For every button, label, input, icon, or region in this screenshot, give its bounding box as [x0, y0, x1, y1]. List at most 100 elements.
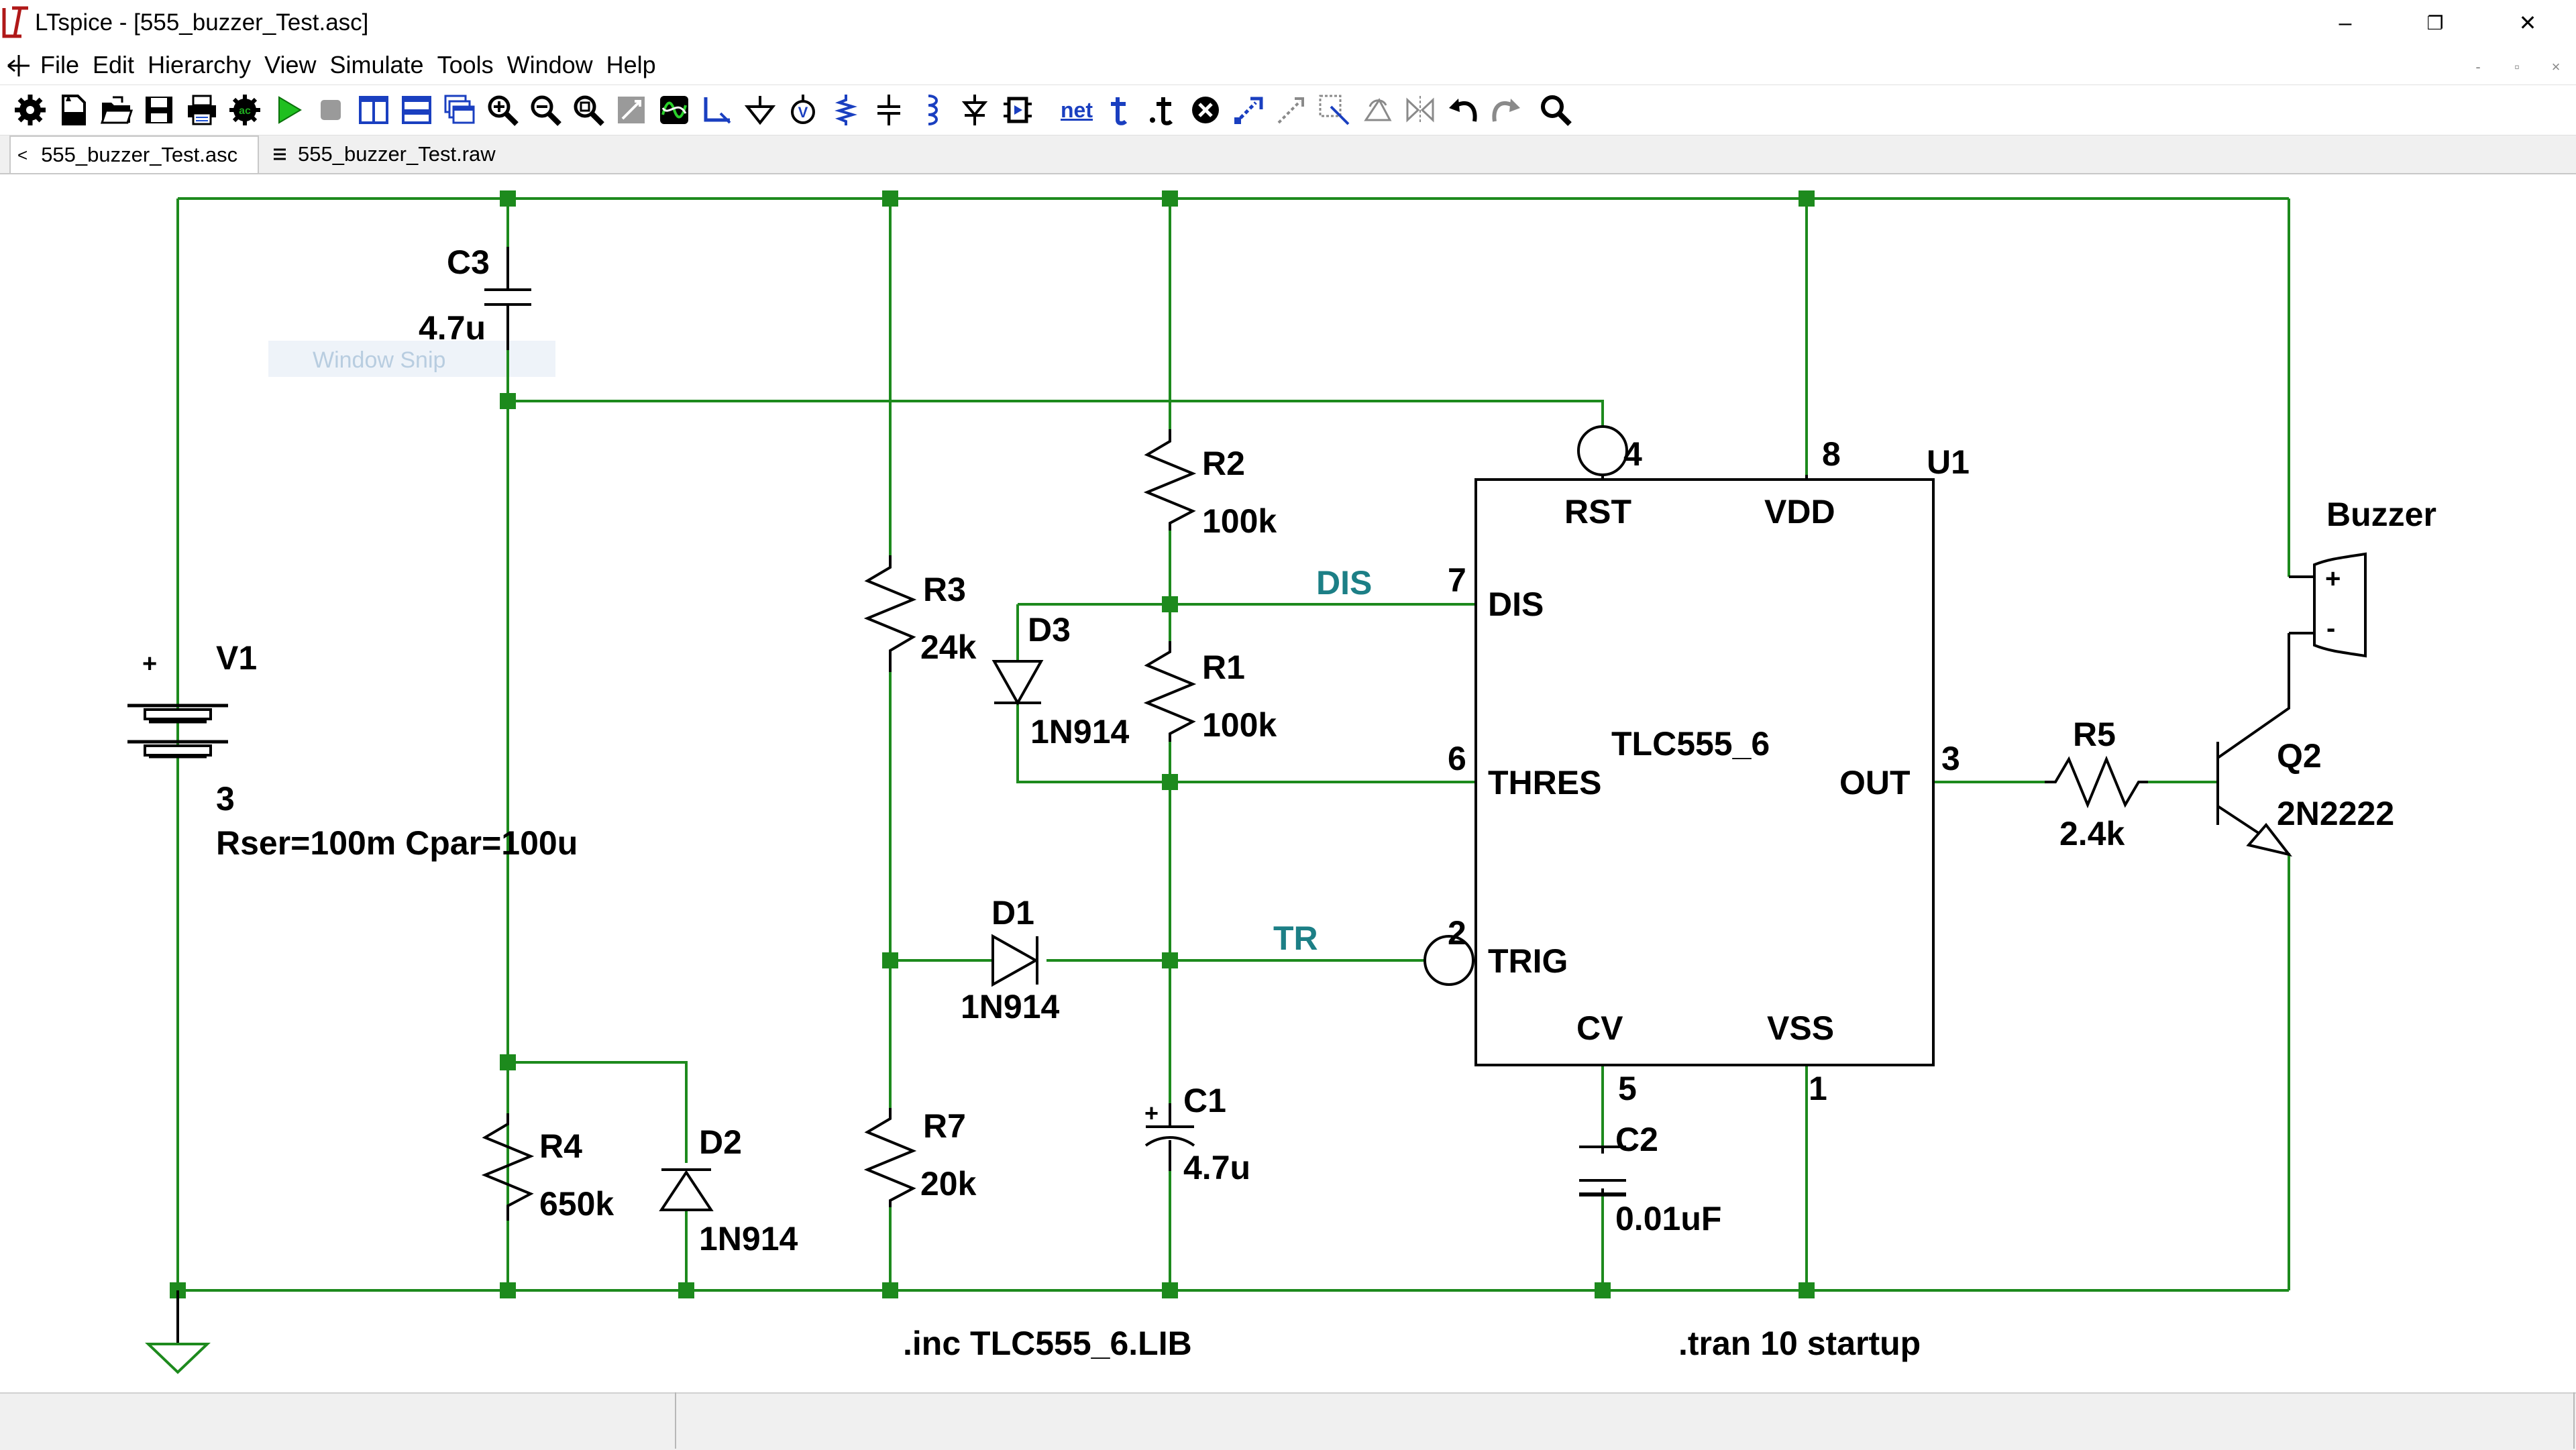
zoom-fit-tool[interactable] — [569, 91, 608, 129]
net-text-icon: net — [1061, 97, 1093, 122]
v1-battery-symbol[interactable] — [127, 698, 228, 1290]
component-tool[interactable] — [998, 91, 1037, 129]
buzzer-symbol[interactable] — [2288, 552, 2367, 659]
cascade-tool[interactable] — [440, 91, 479, 129]
menu-window[interactable]: Window — [506, 51, 593, 78]
r1-resistor-symbol[interactable] — [1143, 641, 1197, 742]
ac-analysis-tool[interactable]: ac — [225, 91, 264, 129]
tile-horizontal-tool[interactable] — [397, 91, 436, 129]
move-tool[interactable] — [1272, 91, 1311, 129]
inductor-icon — [928, 95, 938, 125]
r5-resistor-symbol[interactable] — [2045, 755, 2148, 809]
r3-value: 24k — [920, 628, 977, 666]
schematic-canvas[interactable]: Window Snip — [0, 174, 2576, 1388]
tile-vertical-tool[interactable] — [354, 91, 393, 129]
r3-resistor-symbol[interactable] — [863, 555, 917, 672]
ground-tool[interactable] — [741, 91, 780, 129]
net-name-tool[interactable]: net — [1057, 91, 1096, 129]
delete-tool[interactable] — [1186, 91, 1225, 129]
halt-tool[interactable] — [311, 91, 350, 129]
d3-diode-symbol[interactable] — [991, 660, 1044, 706]
open-folder-icon — [100, 96, 133, 124]
d1-diode-symbol[interactable] — [991, 934, 1039, 987]
printer-icon — [188, 95, 216, 125]
mdi-restore-button[interactable]: ▫ — [2514, 58, 2520, 75]
r7-value: 20k — [920, 1165, 977, 1203]
open-tool[interactable] — [97, 91, 136, 129]
new-schematic-tool[interactable] — [54, 91, 93, 129]
restore-button[interactable]: ❐ — [2395, 3, 2475, 43]
pin-rst-name: RST — [1564, 493, 1631, 531]
waveform-tool[interactable] — [655, 91, 694, 129]
u1-model: TLC555_6 — [1611, 725, 1770, 763]
menu-help[interactable]: Help — [606, 51, 656, 78]
menu-edit[interactable]: Edit — [93, 51, 135, 78]
autorange-icon — [618, 97, 645, 123]
r4-value: 650k — [539, 1185, 614, 1223]
d2-diode-symbol[interactable] — [659, 1168, 714, 1211]
mdi-minimize-button[interactable]: - — [2475, 58, 2481, 75]
mdi-close-button[interactable]: × — [2551, 58, 2561, 75]
status-bar — [0, 1392, 2576, 1450]
q2-transistor-symbol[interactable] — [2216, 659, 2293, 857]
capacitor-tool[interactable] — [869, 91, 908, 129]
mirror-tool[interactable] — [1401, 91, 1440, 129]
undo-tool[interactable] — [1444, 91, 1483, 129]
zoom-out-tool[interactable] — [526, 91, 565, 129]
label-net-tool[interactable]: V — [784, 91, 822, 129]
run-tool[interactable] — [268, 91, 307, 129]
zoom-fit-icon — [574, 95, 604, 126]
diode-icon — [961, 95, 988, 125]
text-t-icon — [1111, 97, 1128, 125]
net-label-tr[interactable]: TR — [1273, 919, 1318, 957]
drag-tool[interactable] — [1315, 91, 1354, 129]
print-tool[interactable] — [182, 91, 221, 129]
menu-file[interactable]: File — [40, 51, 80, 78]
d3-ref: D3 — [1028, 611, 1071, 649]
tab-schematic[interactable]: < 555_buzzer_Test.asc — [9, 135, 259, 173]
tab-raw-file[interactable]: 555_buzzer_Test.raw — [263, 135, 508, 173]
diode-tool[interactable] — [955, 91, 994, 129]
ground-symbol[interactable] — [145, 1290, 211, 1374]
rotate-tool[interactable] — [1358, 91, 1397, 129]
r7-resistor-symbol[interactable] — [863, 1108, 917, 1207]
u1-ic-symbol[interactable] — [1424, 425, 1935, 1066]
resistor-tool[interactable] — [826, 91, 865, 129]
r2-ref: R2 — [1202, 445, 1245, 482]
c2-ref: C2 — [1615, 1121, 1658, 1158]
junction — [1162, 190, 1178, 207]
find-tool[interactable] — [1536, 91, 1575, 129]
zoom-in-tool[interactable] — [483, 91, 522, 129]
menu-view[interactable]: View — [264, 51, 317, 78]
r4-resistor-symbol[interactable] — [481, 1113, 535, 1221]
duplicate-tool[interactable] — [1229, 91, 1268, 129]
inductor-tool[interactable] — [912, 91, 951, 129]
back-arrow-icon: < — [17, 144, 28, 165]
menu-tools[interactable]: Tools — [437, 51, 494, 78]
status-divider — [2573, 1392, 2575, 1449]
q2-value: 2N2222 — [2277, 795, 2394, 832]
undo-arrow-icon — [1449, 99, 1477, 122]
autorange-tool[interactable] — [612, 91, 651, 129]
d2-value: 1N914 — [699, 1220, 798, 1258]
save-tool[interactable] — [140, 91, 178, 129]
r2-resistor-symbol[interactable] — [1143, 429, 1197, 531]
draw-wire-tool[interactable] — [698, 91, 737, 129]
minimize-button[interactable]: – — [2305, 3, 2385, 43]
svg-text:ac: ac — [239, 105, 251, 117]
spice-directive-tool[interactable] — [1143, 91, 1182, 129]
close-button[interactable]: ✕ — [2487, 3, 2568, 43]
c3-capacitor-symbol[interactable] — [484, 247, 531, 350]
directive-tran[interactable]: .tran 10 startup — [1678, 1325, 1921, 1362]
pin-trig-num: 2 — [1448, 914, 1466, 952]
c1-capacitor-symbol[interactable] — [1144, 1103, 1195, 1171]
menu-simulate[interactable]: Simulate — [329, 51, 424, 78]
pin-rst-num: 4 — [1623, 435, 1642, 473]
redo-tool[interactable] — [1487, 91, 1525, 129]
net-label-dis[interactable]: DIS — [1316, 564, 1372, 602]
settings-tool[interactable] — [11, 91, 50, 129]
text-tool[interactable] — [1100, 91, 1139, 129]
menu-hierarchy[interactable]: Hierarchy — [148, 51, 252, 78]
c2-capacitor-symbol[interactable] — [1579, 1146, 1626, 1196]
directive-include[interactable]: .inc TLC555_6.LIB — [903, 1325, 1192, 1362]
